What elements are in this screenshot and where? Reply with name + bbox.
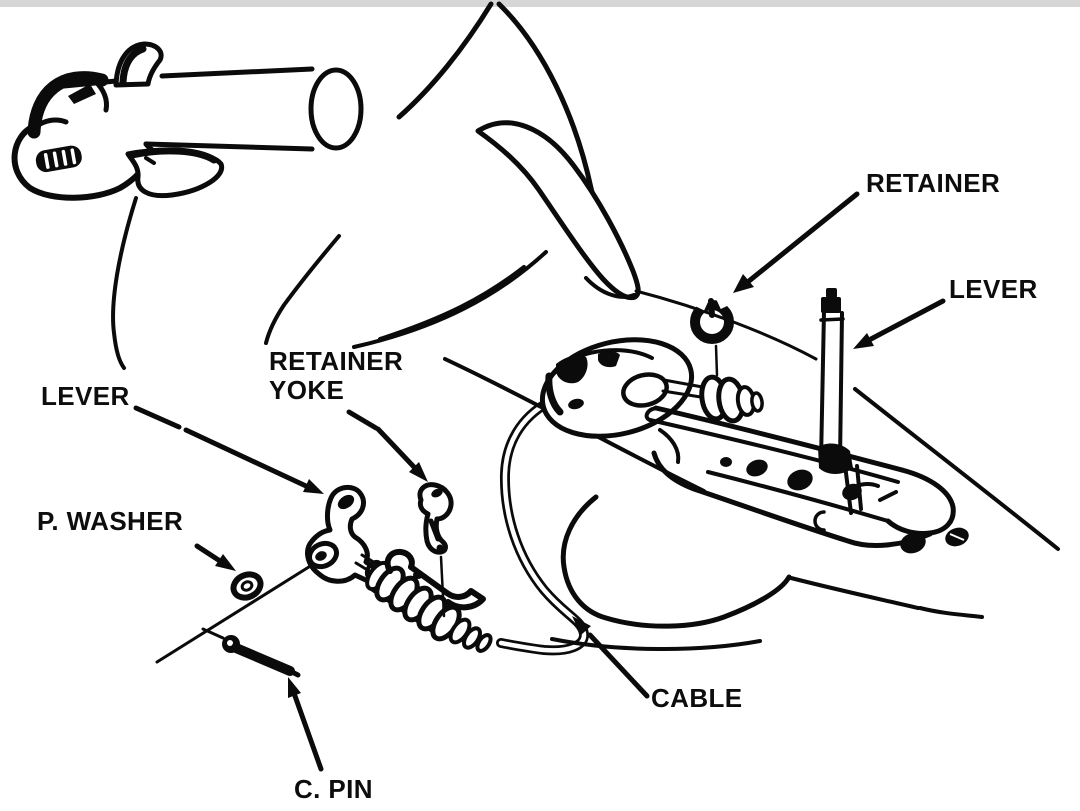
e-clip-retainer-part	[690, 291, 734, 344]
cable-leader-arrow	[572, 616, 650, 699]
retainer-yoke-part	[417, 482, 454, 618]
retainer-leader-arrow	[733, 191, 860, 293]
label-lever-left: LEVER	[41, 381, 130, 411]
cable-end-bushings	[661, 344, 764, 424]
label-retainer: RETAINER	[866, 168, 1001, 198]
steering-column	[11, 41, 364, 201]
label-lever-right: LEVER	[949, 274, 1038, 304]
p-washer-leader-arrow	[194, 543, 236, 571]
label-c-pin: C. PIN	[294, 774, 373, 804]
label-retainer-yoke-line2: YOKE	[269, 375, 345, 405]
retainer-yoke-leader-arrow	[346, 409, 428, 482]
label-cable: CABLE	[651, 683, 743, 713]
floor-grommet	[539, 337, 695, 439]
lever-right-leader-arrow	[853, 298, 946, 349]
mounting-bracket	[644, 405, 969, 554]
cotter-pin-part	[201, 627, 301, 678]
label-retainer-yoke: RETAINER YOKE	[269, 347, 403, 405]
cable-adjuster	[365, 482, 493, 653]
callout-leaders	[133, 191, 946, 772]
p-washer-part	[230, 571, 264, 601]
column-spring-pin	[35, 145, 82, 173]
adjuster-clamp	[384, 548, 486, 611]
c-pin-leader-arrow	[288, 677, 324, 772]
lever-left-leader-arrow	[133, 405, 324, 494]
label-retainer-yoke-line1: RETAINER	[269, 346, 404, 376]
transmission-silhouette	[550, 387, 1060, 652]
scan-top-edge	[0, 0, 1080, 7]
label-p-washer: P. WASHER	[37, 506, 184, 536]
